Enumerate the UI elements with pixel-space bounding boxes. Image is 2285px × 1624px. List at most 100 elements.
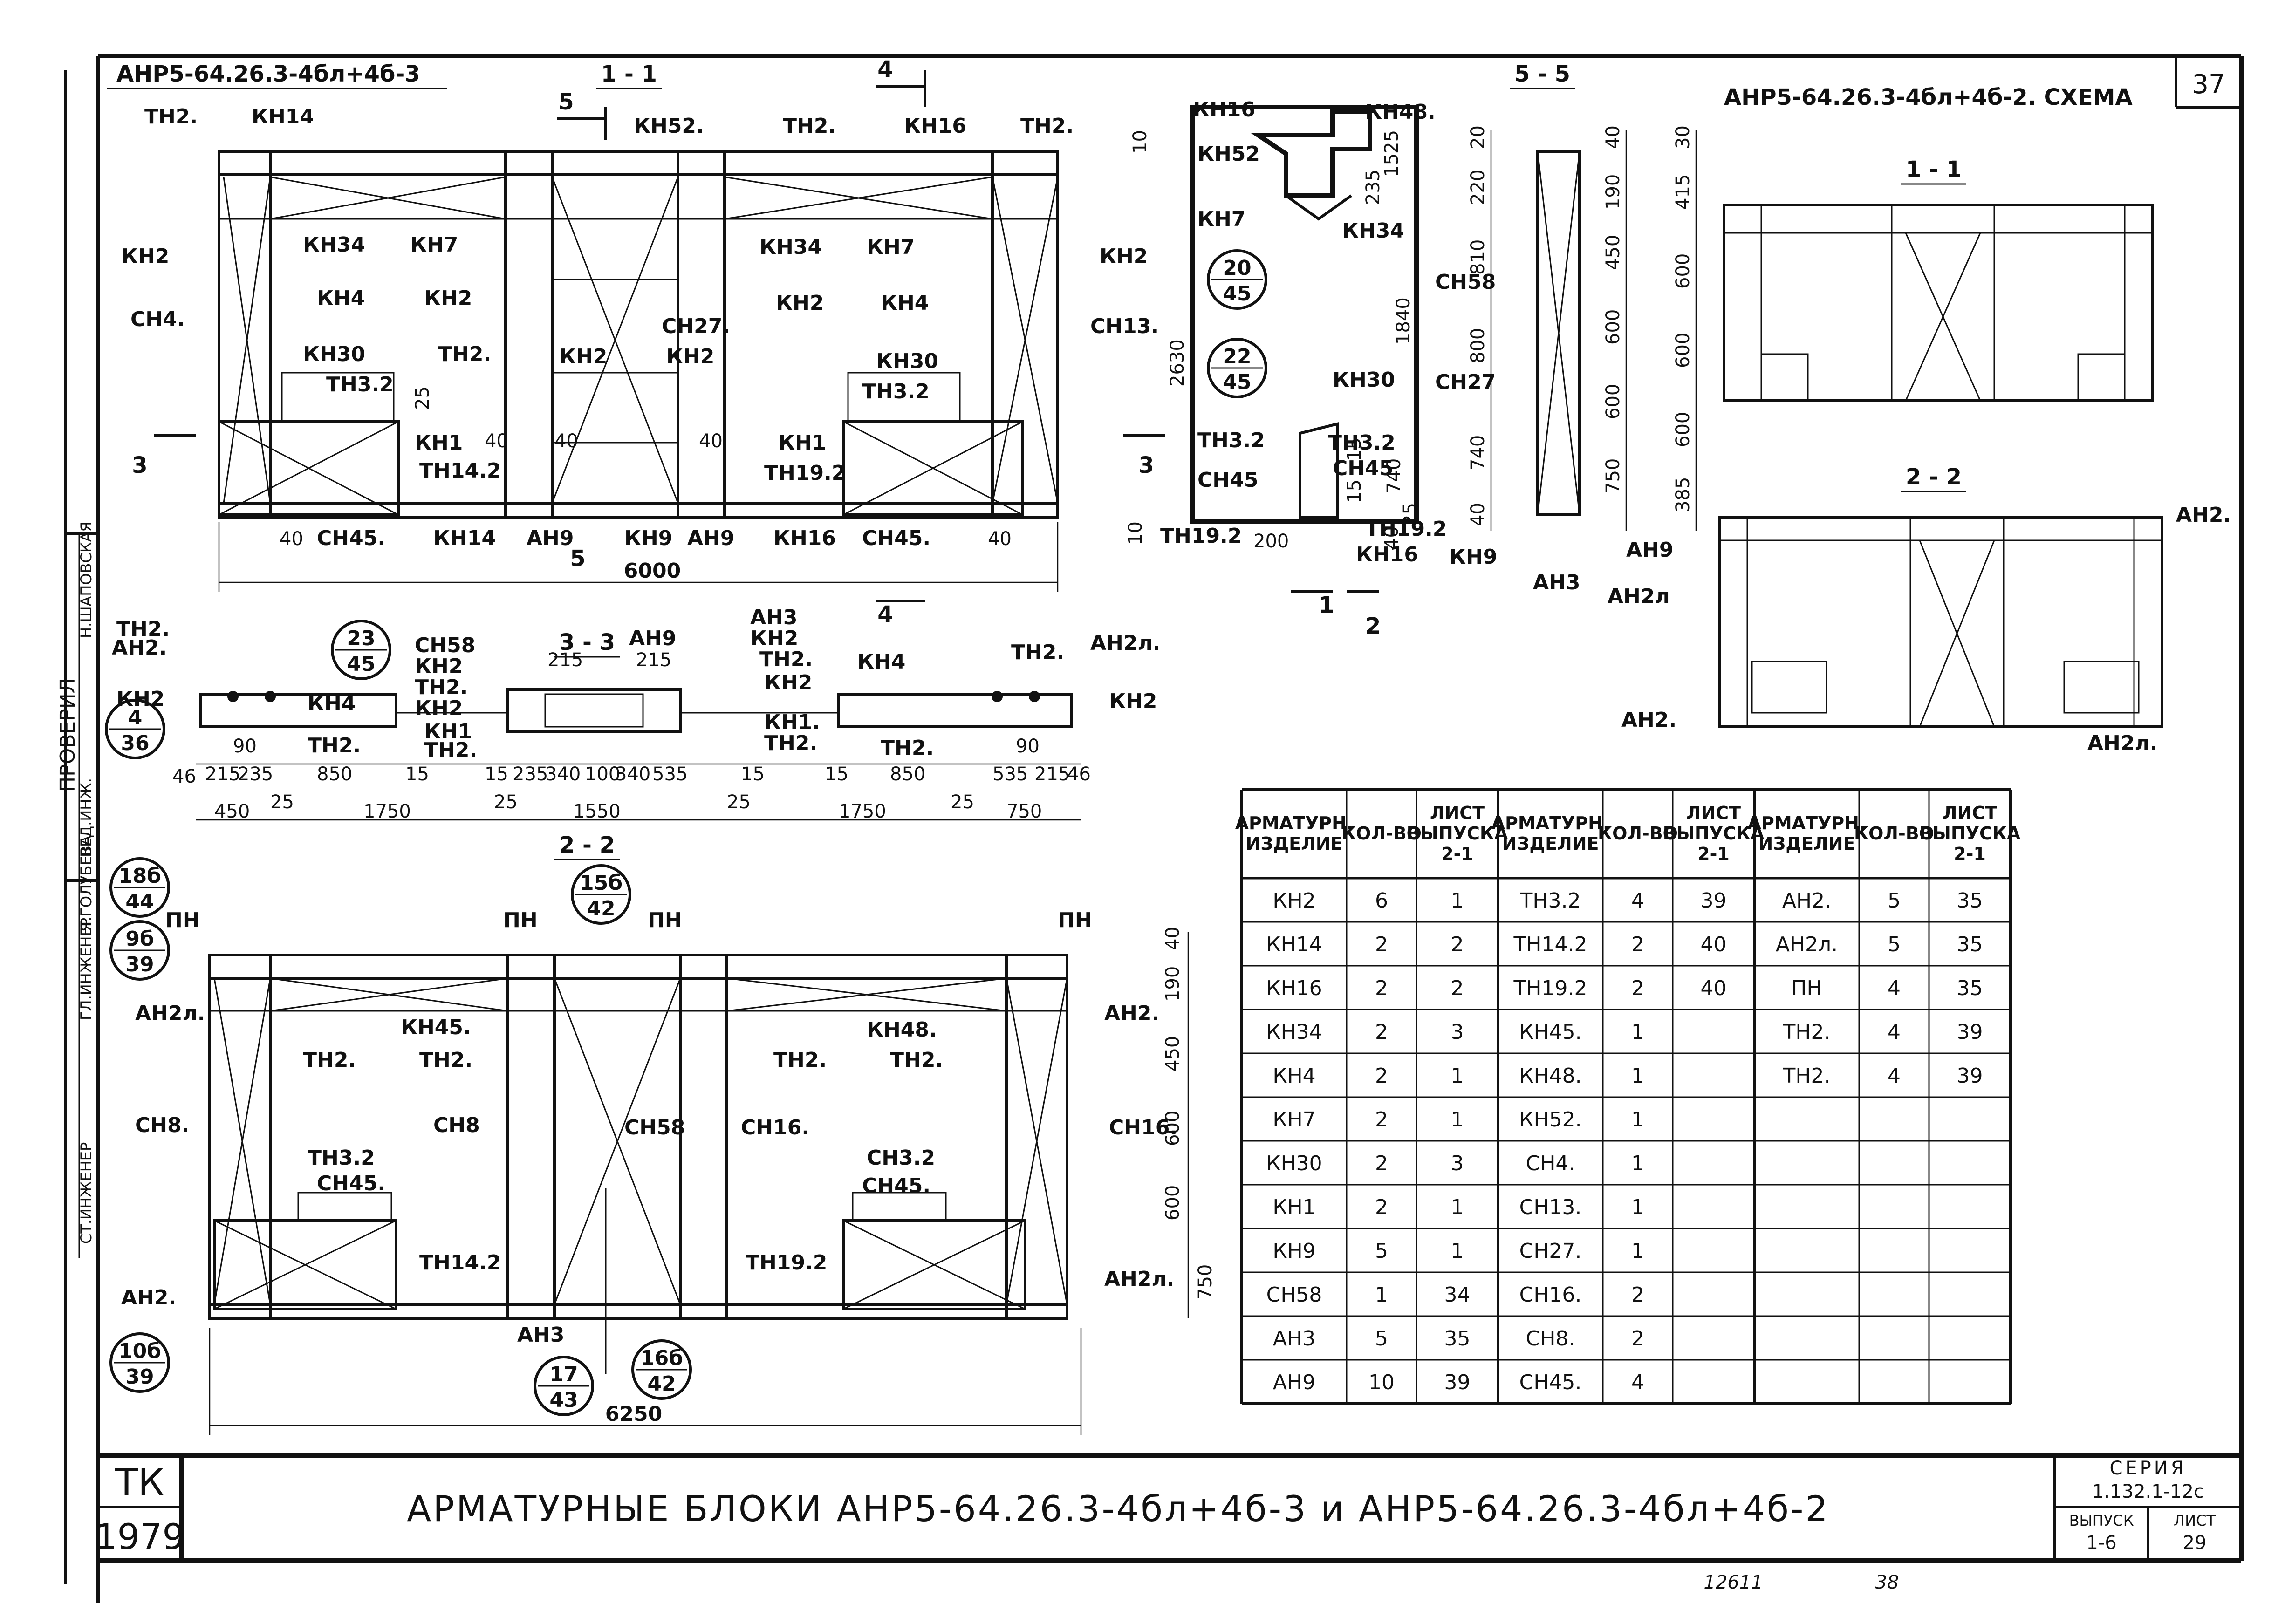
table-cell-0-10-2: 35 [1444, 1327, 1471, 1351]
side-text-5: ПРОВЕРИЛ [56, 678, 80, 792]
s33-dm-8: 340 [545, 764, 581, 785]
main-label-16: ТН3.2 [326, 373, 394, 396]
s33-label-19: ТН2. [1011, 641, 1064, 664]
table-cell-0-0-2: 1 [1451, 889, 1464, 913]
node-label-0: КН16 [1193, 98, 1255, 122]
s22-dr-2: 450 [1162, 1036, 1184, 1071]
table-header-1-2: 2-1 [1697, 844, 1730, 864]
s33-label-7: ТН2. [415, 676, 468, 699]
table-cell-1-4-0: КН48. [1519, 1064, 1581, 1088]
main-block-title: АНР5-64.26.3-4бл+4б-3 [116, 61, 420, 87]
main-label-2: КН52. [634, 114, 704, 138]
node-dim-6: 1840 [1393, 297, 1414, 345]
table-cell-1-5-0: КН52. [1519, 1108, 1581, 1132]
table-cell-1-11-1: 4 [1631, 1371, 1644, 1394]
main-section-1-1: 1 - 1 [601, 61, 657, 87]
issue-label: ВЫПУСК [2069, 1512, 2134, 1529]
main-label-26: КН1 [778, 431, 826, 455]
table-cell-0-0-0: КН2 [1272, 889, 1315, 913]
s22-c2-top: 15б [580, 871, 623, 895]
s33-label-12: АН3 [750, 606, 798, 629]
s22-dr-5: 750 [1195, 1264, 1216, 1300]
s33-label-0: ТН2. [116, 617, 170, 641]
table-cell-1-8-1: 1 [1631, 1239, 1644, 1263]
s22-label-14: СН58 [624, 1116, 685, 1140]
table-cell-0-11-2: 39 [1444, 1371, 1471, 1394]
node-label-2: КН7 [1197, 207, 1245, 231]
issue-value: 1-6 [2086, 1532, 2116, 1554]
main-dim-4: 40 [554, 430, 578, 452]
table-header-0-2: 2-1 [1441, 844, 1473, 864]
node-mark-1: 1 [1319, 592, 1334, 618]
table-cell-2-0-2: 35 [1957, 889, 1983, 913]
s55-dl-2: 810 [1467, 239, 1489, 275]
s22-dim-total: 6250 [605, 1402, 662, 1426]
s55-dl-0: 20 [1467, 125, 1489, 149]
table-header-1-2: ЛИСТ [1686, 803, 1741, 823]
s55-label-4: АН9 [1626, 538, 1674, 562]
s33-dm-18: 46 [1067, 764, 1091, 785]
s22-label-19: СН3.2 [867, 1146, 935, 1170]
table-cell-0-0-1: 6 [1375, 889, 1388, 913]
s33-dm-10: 340 [615, 764, 650, 785]
s22-label-2: ПН [648, 908, 682, 932]
s33-label-22: ТН2. [881, 736, 934, 760]
main-label-10: КН2 [121, 245, 169, 268]
main-dim-5: 40 [699, 430, 723, 452]
s33-dm-17: 215 [1034, 764, 1070, 785]
spec-table: АРМАТУРН.ИЗДЕЛИЕКН2КН14КН16КН34КН4КН7КН3… [1235, 788, 2021, 1405]
side-text-4: ВЕД.ИНЖ. [77, 778, 95, 857]
s22-label-16: СН16. [1109, 1116, 1177, 1140]
s33-label-8: КН2 [415, 696, 463, 720]
s33-label-13: КН2 [750, 627, 798, 650]
s33-label-17: ТН2. [764, 731, 817, 755]
s33-dm-6: 15 [485, 764, 508, 785]
table-header-0-0: ИЗДЕЛИЕ [1246, 833, 1343, 854]
s22-label-0: ПН [165, 908, 200, 932]
table-header-2-2: ВЫПУСКА [1919, 823, 2021, 844]
table-cell-1-10-0: СН8. [1526, 1327, 1575, 1351]
s22-c1-top: 9б [125, 927, 154, 951]
main-label-7: КН7 [410, 233, 458, 257]
table-cell-0-11-1: 10 [1368, 1371, 1395, 1394]
s22-label-15: СН16. [741, 1116, 809, 1140]
side-stamps: ГЛ.ИНЖЕНЕР Я.ГОЛУБЕВА СТ.ИНЖЕНЕР Н.ШАПОВ… [56, 521, 95, 1244]
node-label-6: ТН3.2 [1197, 429, 1265, 452]
table-cell-2-1-2: 35 [1957, 933, 1983, 956]
main-section-5-bot: 5 [570, 546, 585, 572]
table-cell-1-1-0: ТН14.2 [1513, 933, 1587, 956]
drawing-title: АРМАТУРНЫЕ БЛОКИ АНР5-64.26.3-4бл+4б-3 и… [407, 1488, 1830, 1529]
s33-label-5: СН58 [415, 634, 475, 657]
s55-dm-1: 190 [1602, 174, 1624, 210]
section-5-5: 5 - 5 СН58 СН27 КН9 АН3 АН9 АН2л 20 220 … [1435, 61, 1697, 608]
main-label-18: ТН14.2 [419, 459, 501, 483]
s33-db-8: 750 [1006, 801, 1042, 822]
s55-label-1: СН27 [1435, 370, 1496, 394]
table-header-2-2: 2-1 [1954, 844, 1986, 864]
table-cell-0-9-1: 1 [1375, 1283, 1388, 1307]
s22-c2-bot: 42 [587, 897, 615, 921]
s22-label-17: ТН3.2 [308, 1146, 375, 1170]
bottom-num: 38 [1875, 1572, 1899, 1593]
table-header-1-0: ИЗДЕЛИЕ [1502, 833, 1599, 854]
section-3-3: 3 - 3 ТН2. АН2. КН2 КН4 ТН2. СН58 КН2 ТН… [105, 606, 1160, 822]
s22-label-21: ТН14.2 [419, 1251, 501, 1275]
s33-circle-a-bot: 45 [347, 652, 375, 676]
s55-dl-5: 40 [1467, 503, 1489, 526]
s55-dl-4: 740 [1467, 435, 1489, 471]
s33-label-14: ТН2. [759, 648, 813, 671]
node-mark-2: 2 [1365, 613, 1381, 639]
table-cell-0-4-1: 2 [1375, 1064, 1388, 1088]
s22-c0-top: 18б [118, 864, 161, 888]
node-dim-12: 40 [1381, 526, 1402, 550]
table-cell-0-4-0: КН4 [1272, 1064, 1315, 1088]
node-label-9: ТН3.2 [1328, 431, 1396, 455]
s55-title: 5 - 5 [1514, 61, 1570, 87]
side-text-0: ГЛ.ИНЖЕНЕР [77, 918, 95, 1020]
s55-dr-2: 600 [1672, 253, 1694, 289]
s33-db-7: 25 [951, 792, 974, 813]
s33-db-5: 25 [727, 792, 751, 813]
main-label-13: КН2 [424, 287, 472, 310]
main-label-17: КН1 [415, 431, 463, 455]
